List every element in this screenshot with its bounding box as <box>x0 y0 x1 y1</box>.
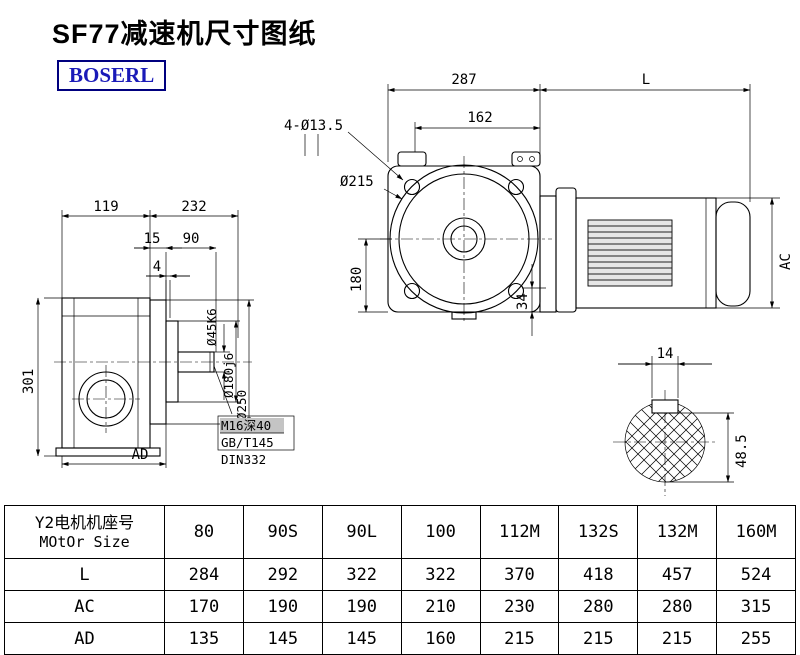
table-col-header: 80 <box>164 505 244 559</box>
header-line2: MOtOr Size <box>39 533 130 551</box>
fan-cover <box>715 201 751 307</box>
table-cell: 190 <box>242 590 323 623</box>
table-cell: 145 <box>242 622 323 655</box>
table-cell: 255 <box>716 622 796 655</box>
table-cell: 280 <box>558 590 639 623</box>
dim-l-label: L <box>642 72 650 88</box>
table-cell: 210 <box>400 590 481 623</box>
motor-fins <box>587 219 673 287</box>
table-cell: 457 <box>637 558 718 591</box>
table-col-header: 132M <box>637 505 718 559</box>
table-col-header: 90L <box>321 505 402 559</box>
table-row-L: L 284 292 322 322 370 418 457 524 <box>4 558 796 591</box>
front-view: 287 L 162 4-Ø13.5 Ø215 180 34 AC <box>284 72 794 336</box>
note-std1-label: GB/T145 <box>221 435 274 450</box>
dim-ad-label: AD <box>132 447 149 463</box>
page-title: SF77减速机尺寸图纸 <box>52 19 317 49</box>
dim-232-label: 232 <box>181 199 206 215</box>
dim-key-height-label: 48.5 <box>734 434 750 468</box>
dim-180-label: 180 <box>349 267 365 292</box>
note-highlight <box>220 418 284 433</box>
motor-size-table: Y2电机机座号 MOtOr Size 80 90S 90L 100 112M 1… <box>4 505 796 655</box>
dim-15-label: 15 <box>144 231 161 247</box>
table-cell: 190 <box>321 590 402 623</box>
table-cell: 418 <box>558 558 639 591</box>
table-col-header: 132S <box>558 505 639 559</box>
dim-301-label: 301 <box>21 369 37 394</box>
dim-119-label: 119 <box>93 199 118 215</box>
note-box <box>217 415 295 451</box>
shaft-cross-section: 14 48.5 <box>613 346 750 496</box>
dim-shaft-dia-label: Ø45K6 <box>204 308 219 346</box>
table-row-AD: AD 135 145 145 160 215 215 215 255 <box>4 622 796 655</box>
note-std2-label: DIN332 <box>221 452 266 467</box>
dim-flange-label: Ø215 <box>340 174 374 190</box>
dim-34-label: 34 <box>515 293 531 310</box>
row-label: AD <box>4 622 165 655</box>
table-row-AC: AC 170 190 190 210 230 280 280 315 <box>4 590 796 623</box>
dimension-drawing: 301 119 232 15 90 4 Ø45K6 Ø180j6 <box>21 72 794 496</box>
keyway <box>651 399 679 414</box>
dim-holes-label: 4-Ø13.5 <box>284 118 343 134</box>
dim-key-width-label: 14 <box>657 346 674 362</box>
table-cell: 280 <box>637 590 718 623</box>
bolt-hole <box>403 282 421 300</box>
table-cell: 322 <box>321 558 402 591</box>
dim-hub-dia-label: Ø180j6 <box>221 353 236 398</box>
bolt-hole <box>507 178 525 196</box>
row-label: L <box>4 558 165 591</box>
dim-287-label: 287 <box>451 72 476 88</box>
table-cell: 315 <box>716 590 796 623</box>
table-cell: 135 <box>164 622 244 655</box>
dim-4-label: 4 <box>153 259 161 275</box>
table-cell: 170 <box>164 590 244 623</box>
table-header-row: Y2电机机座号 MOtOr Size 80 90S 90L 100 112M 1… <box>4 505 796 559</box>
side-view: 301 119 232 15 90 4 Ø45K6 Ø180j6 <box>21 199 295 468</box>
bolt-hole <box>507 282 525 300</box>
top-right-lug <box>511 151 541 167</box>
table-cell: 145 <box>321 622 402 655</box>
table-cell: 322 <box>400 558 481 591</box>
row-label: AC <box>4 590 165 623</box>
table-cell: 292 <box>242 558 323 591</box>
bolt-hole <box>403 178 421 196</box>
dim-flange-dia-label: Ø250 <box>234 390 249 420</box>
table-cell: 215 <box>558 622 639 655</box>
header-line1: Y2电机机座号 <box>34 513 135 532</box>
motor-flange <box>555 187 577 313</box>
table-cell: 284 <box>164 558 244 591</box>
gearbox-base <box>55 447 161 457</box>
output-hub <box>165 320 179 403</box>
table-col-header: 160M <box>716 505 796 559</box>
motor-fin-lines <box>588 225 672 281</box>
motor-adapter <box>539 195 557 313</box>
table-header-motor-size: Y2电机机座号 MOtOr Size <box>4 505 165 559</box>
table-col-header: 100 <box>400 505 481 559</box>
table-cell: 230 <box>479 590 560 623</box>
dim-162-label: 162 <box>467 110 492 126</box>
output-shaft <box>177 351 215 373</box>
dim-ac-label: AC <box>778 253 794 270</box>
table-cell: 215 <box>479 622 560 655</box>
table-cell: 524 <box>716 558 796 591</box>
table-col-header: 90S <box>242 505 323 559</box>
table-cell: 370 <box>479 558 560 591</box>
boserl-logo: BOSERL <box>57 60 167 91</box>
table-cell: 160 <box>400 622 481 655</box>
note-thread-label: M16深40 <box>221 418 271 433</box>
top-left-lug <box>397 151 427 167</box>
table-col-header: 112M <box>479 505 560 559</box>
dim-90-label: 90 <box>183 231 200 247</box>
table-cell: 215 <box>637 622 718 655</box>
